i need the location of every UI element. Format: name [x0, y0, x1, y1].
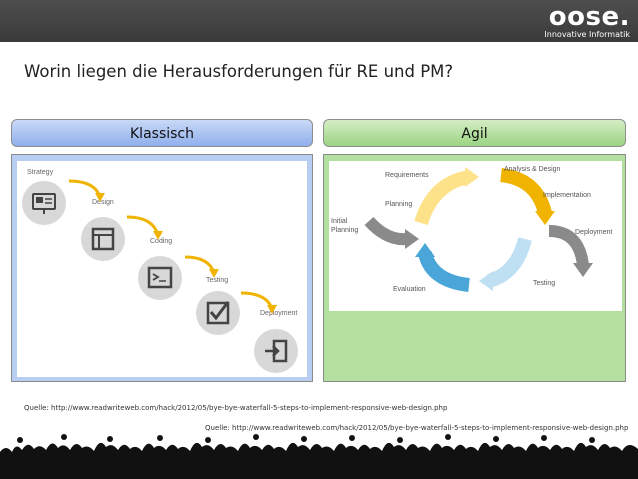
- cycle-segment-planning: [414, 170, 471, 226]
- source-citation-2: Quelle: http://www.readwriteweb.com/hack…: [205, 424, 629, 432]
- heading-agil: Agil: [323, 119, 626, 147]
- logo-word: oose.: [548, 2, 630, 32]
- testing-icon: [196, 291, 240, 335]
- step-label-strategy: Strategy: [27, 169, 54, 176]
- crowd-silhouette-image: [0, 434, 638, 479]
- cycle-segment-analysis: [499, 168, 552, 215]
- agile-panel: Requirements Analysis & Design Implement…: [323, 154, 626, 382]
- slide-title: Worin liegen die Herausforderungen für R…: [24, 62, 454, 81]
- waterfall-svg: Strategy Design Coding Testing Deploymen…: [22, 169, 298, 373]
- label-analysis-design: Analysis & Design: [504, 166, 561, 173]
- label-planning: Planning: [385, 201, 412, 208]
- deployment-arrow: [548, 225, 589, 266]
- label-testing: Testing: [533, 280, 555, 287]
- waterfall-panel: Strategy Design Coding Testing Deploymen…: [11, 154, 313, 382]
- heading-klassisch: Klassisch: [11, 119, 313, 147]
- waterfall-diagram: Strategy Design Coding Testing Deploymen…: [17, 161, 307, 377]
- step-label-testing: Testing: [206, 277, 228, 284]
- label-evaluation: Evaluation: [393, 286, 426, 293]
- cycle-segment-testing: [486, 237, 532, 288]
- label-deployment: Deployment: [575, 229, 612, 236]
- strategy-icon: [22, 181, 66, 225]
- design-icon: [81, 217, 125, 261]
- deployment-icon: [254, 329, 298, 373]
- label-requirements: Requirements: [385, 172, 429, 179]
- initial-planning-arrow: [364, 216, 408, 246]
- label-initial-planning: Planning: [331, 227, 358, 234]
- oose-logo: oose. Innovative Informatik: [544, 4, 630, 39]
- coding-icon: [138, 256, 182, 300]
- label-initial: Initial: [331, 218, 348, 225]
- agile-cycle-svg: Requirements Analysis & Design Implement…: [331, 166, 612, 293]
- label-implementation: Implementation: [543, 192, 591, 199]
- step-label-coding: Coding: [150, 238, 172, 245]
- step-label-design: Design: [92, 199, 114, 206]
- cycle-segment-evaluation: [418, 251, 470, 292]
- header-bar: oose. Innovative Informatik: [0, 0, 638, 42]
- step-label-deployment: Deployment: [260, 310, 297, 317]
- agile-diagram: Requirements Analysis & Design Implement…: [329, 161, 622, 311]
- source-citation-1: Quelle: http://www.readwriteweb.com/hack…: [24, 404, 448, 412]
- logo-tagline: Innovative Informatik: [544, 30, 630, 39]
